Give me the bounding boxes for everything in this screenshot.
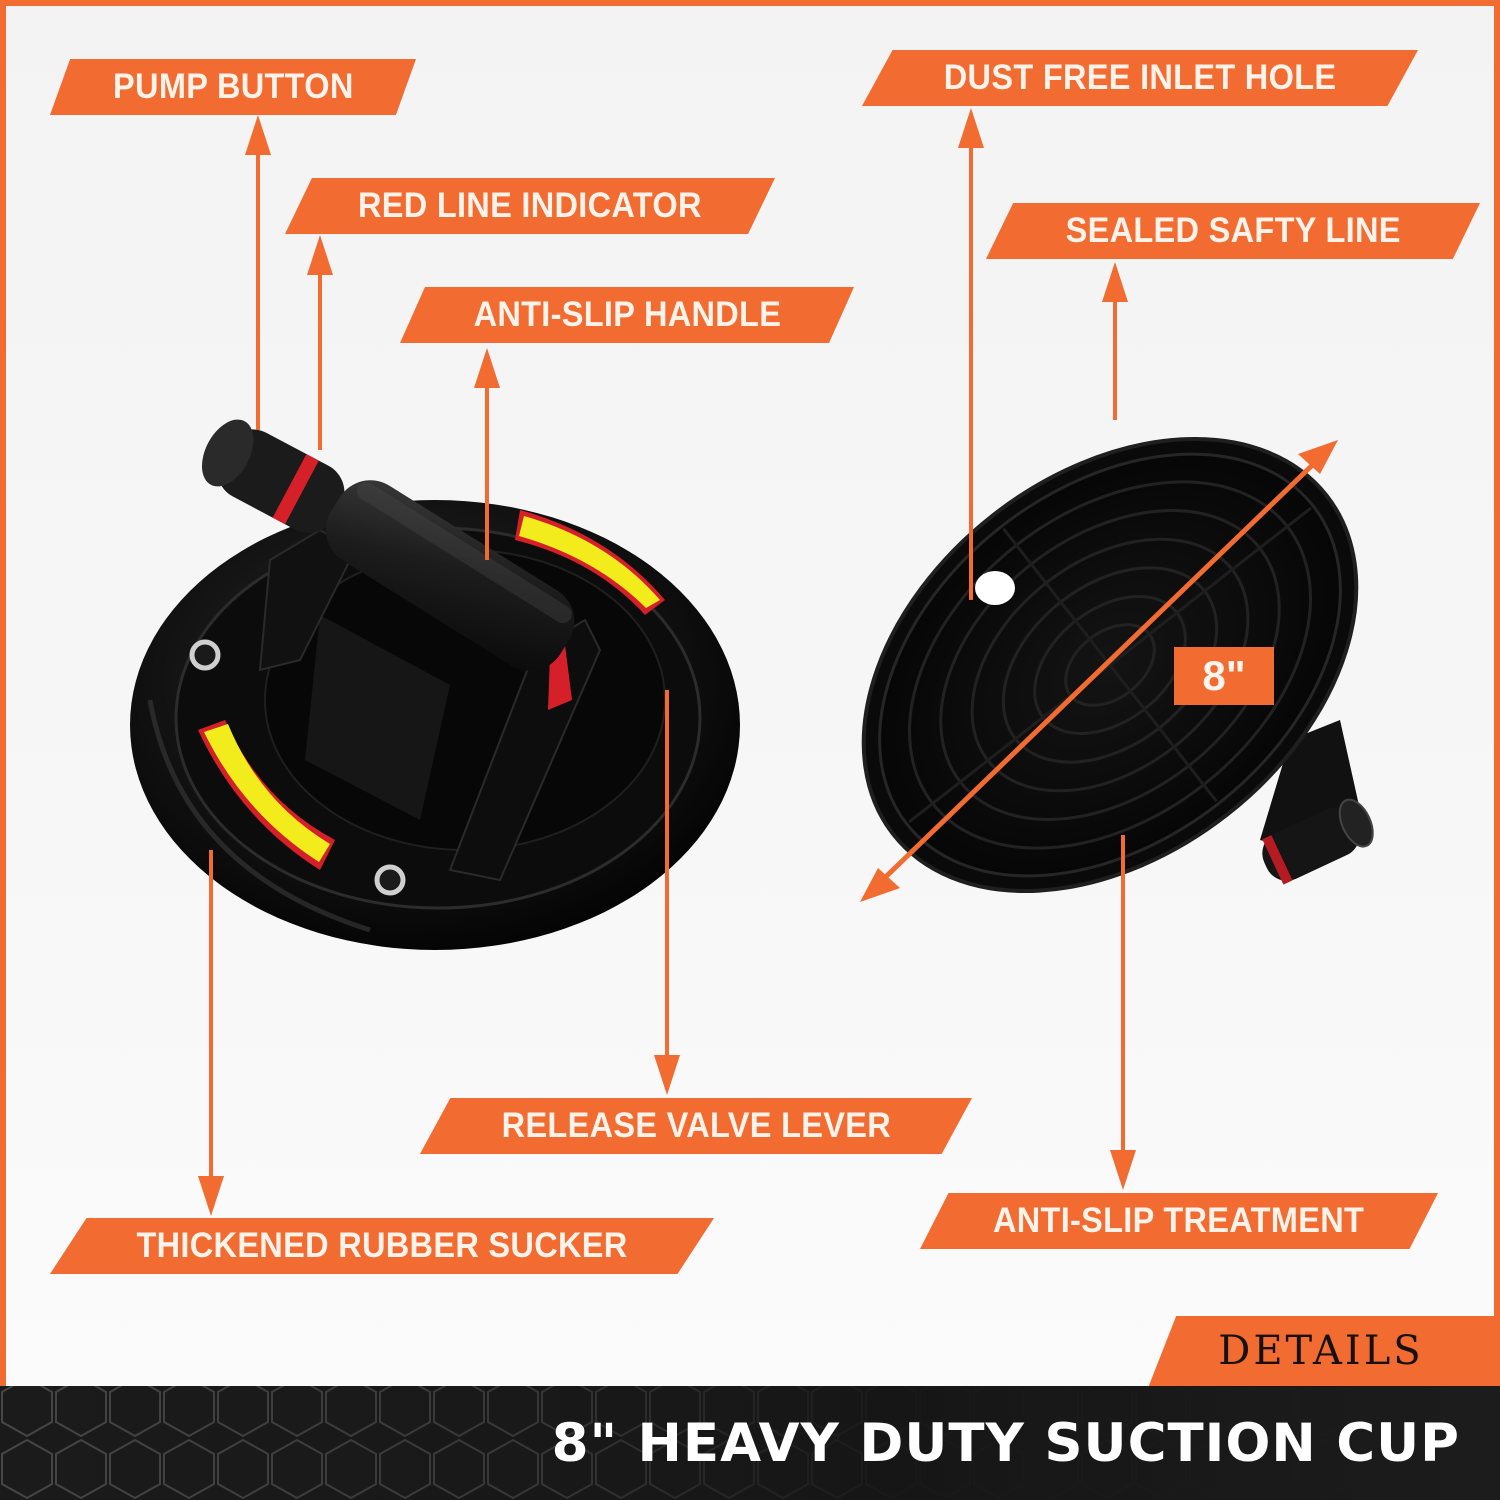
callout-anti-slip-handle: ANTI-SLIP HANDLE (400, 287, 854, 343)
red-line-leader-line (318, 270, 322, 450)
pump-button-arrow-icon (245, 115, 271, 155)
details-tab (1148, 1316, 1500, 1388)
diameter-badge: 8" (1174, 647, 1274, 705)
callout-sealed-safety-line: SEALED SAFTY LINE (986, 203, 1480, 259)
details-label: DETAILS (1218, 1328, 1424, 1374)
callout-release-valve-lever: RELEASE VALVE LEVER (420, 1098, 972, 1154)
suction-cup-top-view (130, 419, 740, 950)
title-banner (0, 1386, 1500, 1500)
red-line-arrow-icon (307, 235, 333, 275)
rubber-sucker-leader-line (209, 850, 213, 1185)
warning-sticker-bottom (198, 720, 335, 870)
product-title: 8" HEAVY DUTY SUCTION CUP (551, 1413, 1460, 1474)
callout-pump-button: PUMP BUTTON (50, 59, 416, 115)
treatment-leader-line (1121, 835, 1125, 1165)
pump-button-leader-line (256, 150, 260, 430)
safety-line-leader-line (1113, 295, 1117, 420)
safety-line-arrow-icon (1102, 262, 1128, 302)
dust-free-inlet-hole (975, 571, 1015, 605)
red-line-indicator (272, 454, 319, 525)
suction-cup-bottom-view (860, 436, 1374, 902)
callout-dust-free-inlet-hole: DUST FREE INLET HOLE (862, 50, 1418, 106)
callout-red-line-indicator: RED LINE INDICATOR (285, 178, 775, 234)
callout-thickened-rubber-sucker: THICKENED RUBBER SUCKER (50, 1218, 714, 1274)
inlet-leader-line (969, 140, 973, 600)
handle-leader-line (485, 385, 489, 560)
release-valve-leader-line (665, 690, 669, 1065)
rubber-sucker-arrow-icon (198, 1176, 224, 1216)
callout-anti-slip-treatment: ANTI-SLIP TREATMENT (920, 1193, 1438, 1249)
treatment-arrow-icon (1110, 1150, 1136, 1190)
warning-sticker-top (515, 510, 665, 615)
inlet-arrow-icon (958, 108, 984, 148)
release-valve-arrow-icon (654, 1055, 680, 1095)
handle-arrow-icon (474, 348, 500, 388)
